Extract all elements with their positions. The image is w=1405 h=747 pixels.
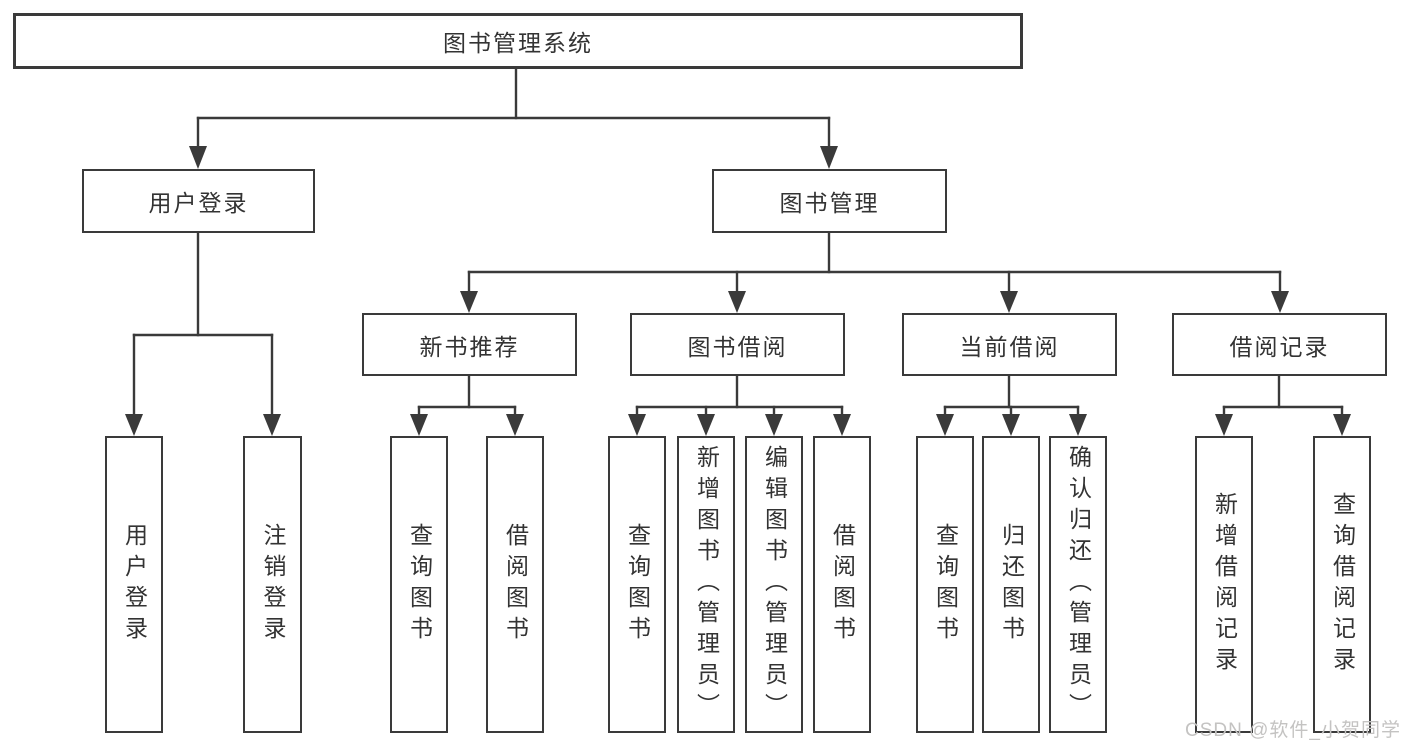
leaf-query-books-borrow: 查询图书 [608, 436, 666, 733]
leaf-query-borrow-record: 查询借阅记录 [1313, 436, 1371, 733]
node-book-management: 图书管理 [712, 169, 947, 233]
arrowhead-icon [765, 414, 783, 436]
arrowhead-icon [189, 146, 207, 169]
arrowhead-icon [410, 414, 428, 436]
arrowhead-icon [460, 291, 478, 313]
arrowhead-icon [1000, 291, 1018, 313]
arrowhead-icon [1271, 291, 1289, 313]
arrowhead-icon [1002, 414, 1020, 436]
arrowhead-icon [936, 414, 954, 436]
leaf-borrow-books-recommend: 借阅图书 [486, 436, 544, 733]
leaf-add-borrow-record: 新增借阅记录 [1195, 436, 1253, 733]
arrowhead-icon [1069, 414, 1087, 436]
arrowhead-icon [628, 414, 646, 436]
arrowhead-icon [728, 291, 746, 313]
arrowhead-icon [833, 414, 851, 436]
arrowhead-icon [125, 414, 143, 436]
node-current-borrow: 当前借阅 [902, 313, 1117, 376]
leaf-add-book-admin: 新增图书（管理员） [677, 436, 735, 733]
arrowhead-icon [1333, 414, 1351, 436]
arrowhead-icon [697, 414, 715, 436]
watermark: CSDN @软件_小贺同学 [1185, 720, 1401, 741]
arrowhead-icon [506, 414, 524, 436]
node-new-book-recommend: 新书推荐 [362, 313, 577, 376]
arrowhead-icon [820, 146, 838, 169]
leaf-borrow-books-borrow: 借阅图书 [813, 436, 871, 733]
leaf-confirm-return-admin: 确认归还（管理员） [1049, 436, 1107, 733]
node-borrow-records: 借阅记录 [1172, 313, 1387, 376]
node-user-login: 用户登录 [82, 169, 315, 233]
arrowhead-icon [263, 414, 281, 436]
leaf-user-login: 用户登录 [105, 436, 163, 733]
leaf-query-books-recommend: 查询图书 [390, 436, 448, 733]
arrowhead-icon [1215, 414, 1233, 436]
node-root: 图书管理系统 [13, 13, 1023, 69]
leaf-edit-book-admin: 编辑图书（管理员） [745, 436, 803, 733]
node-book-borrow: 图书借阅 [630, 313, 845, 376]
leaf-logout: 注销登录 [243, 436, 302, 733]
leaf-return-book: 归还图书 [982, 436, 1040, 733]
leaf-query-books-current: 查询图书 [916, 436, 974, 733]
